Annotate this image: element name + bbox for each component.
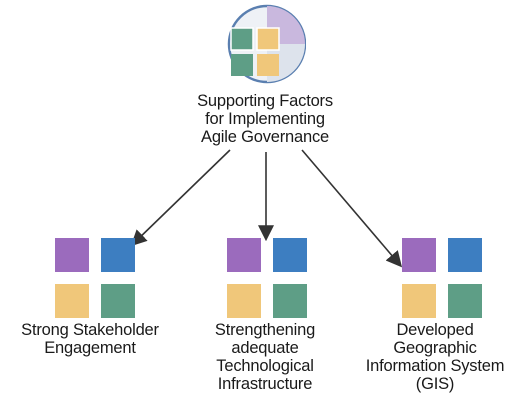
root-label-line: for Implementing — [205, 110, 325, 128]
gis-node-icon — [402, 238, 482, 318]
child-label-line: adequate — [231, 339, 299, 357]
blue-square — [448, 238, 482, 272]
purple-square — [55, 238, 89, 272]
root-label-line: Supporting Factors — [197, 92, 333, 110]
purple-square — [227, 238, 261, 272]
engagement-node-label: Strong Stakeholder Engagement — [0, 321, 180, 357]
yellow-square — [55, 284, 89, 318]
green-square — [448, 284, 482, 318]
child-label-line: Technological — [216, 357, 314, 375]
blue-square — [273, 238, 307, 272]
child-label-line: Engagement — [44, 339, 136, 357]
connector-to-engagement — [130, 149, 231, 247]
green-square — [273, 284, 307, 318]
child-label-line: Developed — [396, 321, 474, 339]
root-node-icon — [227, 4, 306, 84]
child-label-line: Strengthening — [214, 321, 316, 339]
child-label-line: Geographic — [393, 339, 477, 357]
gis-node-label: Developed Geographic Information System … — [350, 321, 520, 393]
child-label-line: (GIS) — [415, 375, 455, 393]
child-label-line: Information System — [365, 357, 505, 375]
blue-square — [101, 238, 135, 272]
infrastructure-node-label: Strengthening adequate Technological Inf… — [185, 321, 345, 393]
connector-to-gis — [301, 149, 403, 268]
root-label-line: Agile Governance — [201, 128, 329, 146]
infrastructure-node-icon — [227, 238, 307, 318]
child-label-line: Infrastructure — [217, 375, 313, 393]
engagement-node-icon — [55, 238, 135, 318]
green-square — [101, 284, 135, 318]
yellow-square — [227, 284, 261, 318]
child-label-line: Strong Stakeholder — [21, 321, 159, 339]
purple-square — [402, 238, 436, 272]
root-node-label: Supporting Factors for Implementing Agil… — [160, 92, 370, 146]
yellow-square — [402, 284, 436, 318]
